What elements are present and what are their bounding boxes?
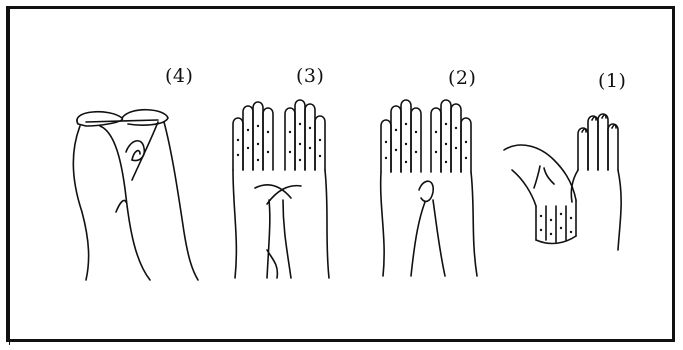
step-3-hands-illustration [225, 100, 355, 280]
step-1-label: (1) [598, 70, 626, 92]
step-3-label: (3) [296, 65, 324, 87]
step-4-label: (4) [165, 65, 193, 87]
frame-left-line [9, 9, 10, 345]
step-2-hands-illustration [375, 98, 510, 278]
step-1-hands-illustration [500, 110, 650, 260]
step-2-label: (2) [448, 67, 476, 89]
step-4-hands-illustration [60, 102, 210, 282]
